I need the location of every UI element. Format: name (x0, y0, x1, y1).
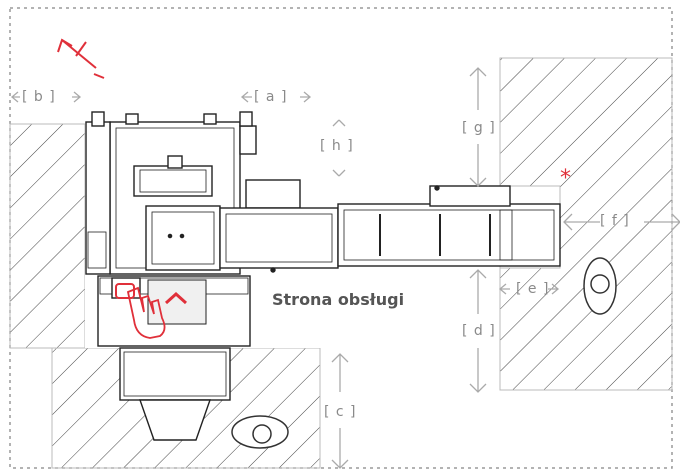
dimension-label-a: [ a ] (254, 89, 288, 105)
dimension-label-d: [ d ] (462, 323, 496, 339)
dimension-arrows (10, 67, 680, 469)
dimension-label-e: [ e ] (516, 281, 550, 297)
operator-figure-right (583, 257, 617, 315)
service-zone-left (9, 123, 86, 349)
marker-asterisk: * (560, 166, 571, 191)
machine-outline (85, 111, 561, 441)
dimension-label-g: [ g ] (462, 120, 496, 136)
operator-side-label: Strona obsługi (272, 290, 405, 309)
operator-hand-icon (126, 286, 166, 339)
dimension-label-h: [ h ] (320, 138, 354, 154)
dimension-label-f: [ f ] (600, 213, 630, 229)
start-button-icon (115, 283, 188, 305)
operator-figure-bottom (231, 415, 289, 449)
dimension-label-b: [ b ] (22, 89, 56, 105)
direction-arrow-icon (57, 38, 105, 79)
dimension-label-c: [ c ] (324, 404, 357, 420)
